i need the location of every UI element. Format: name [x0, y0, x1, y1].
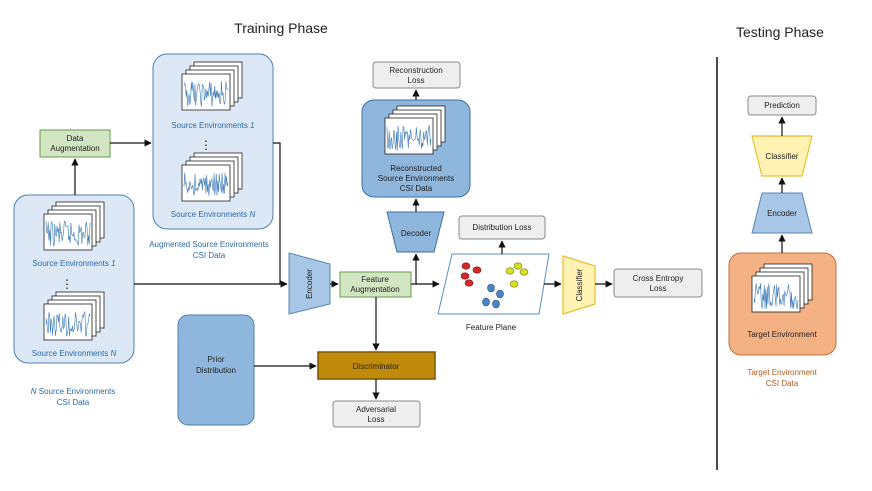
augmented-env-1-label: Source Environments 1 [171, 121, 254, 130]
csi-waveform [45, 220, 91, 247]
csi-frame [181, 164, 231, 202]
csi-waveform [183, 172, 229, 196]
augmented-caption-1: Augmented Source Environments [149, 240, 269, 249]
prediction-label: Prediction [764, 101, 800, 110]
augmented-ellipsis: ⋮ [200, 138, 212, 152]
csi-stack [181, 61, 243, 111]
feature-clusters [460, 262, 529, 309]
source-caption-2: CSI Data [57, 398, 90, 407]
discriminator-box [317, 351, 436, 380]
source-caption-1: N Source Environments [31, 387, 115, 396]
adversarial-loss-label-2: Loss [368, 415, 385, 424]
yellow-feature-point [509, 280, 519, 288]
test-classifier-label: Classifier [766, 152, 799, 161]
distribution-loss-label: Distribution Loss [472, 223, 531, 232]
red-feature-point [460, 272, 470, 280]
csi-frame [751, 275, 801, 313]
feature-plane-caption: Feature Plane [466, 323, 517, 332]
reconstruction-loss-box [372, 61, 461, 89]
csi-stack [43, 291, 105, 341]
classifier-block [562, 255, 596, 315]
decoder-block [386, 211, 445, 253]
csi-stack [384, 105, 446, 155]
target-environment-label: Target Environment [747, 330, 817, 339]
encoder-label: Encoder [305, 269, 314, 299]
cross-entropy-loss-label-1: Cross Entropy [633, 274, 684, 283]
testing-phase-title: Testing Phase [736, 24, 824, 40]
blue-feature-point [487, 283, 495, 293]
source-env-1-label: Source Environments 1 [32, 259, 115, 268]
decoder-label: Decoder [401, 229, 432, 238]
augmented-caption-2: CSI Data [193, 251, 226, 260]
prior-distribution-label-1: Prior [208, 355, 225, 364]
source-env-n-label: Source Environments N [32, 349, 117, 358]
cross-entropy-loss-label-2: Loss [650, 284, 667, 293]
reconstructed-label-2: Source Environments [378, 174, 454, 183]
blue-feature-point [496, 289, 504, 299]
adversarial-loss-label-1: Adversarial [356, 405, 396, 414]
red-feature-point [472, 266, 482, 274]
csi-waveform [183, 80, 229, 107]
data-augmentation-box [39, 129, 111, 158]
augmented-env-n-label: Source Environments N [171, 210, 256, 219]
yellow-feature-point [513, 262, 523, 270]
csi-stack [43, 201, 105, 251]
training-phase-title: Training Phase [234, 20, 328, 36]
test-classifier-block [751, 135, 813, 177]
prediction-box [747, 95, 817, 116]
csi-stack [751, 263, 813, 313]
target-caption-1: Target Environment [747, 368, 817, 377]
csi-frame [43, 303, 93, 341]
csi-waveform [386, 125, 432, 151]
source-ellipsis: ⋮ [61, 277, 73, 291]
cross-entropy-loss-box [613, 268, 703, 298]
blue-feature-point [492, 299, 500, 309]
yellow-feature-point [519, 268, 529, 276]
csi-stack [181, 152, 243, 202]
test-encoder-block [751, 192, 813, 234]
arrows [71, 89, 786, 400]
feature-augmentation-label-2: Augmentation [350, 285, 399, 294]
encoder-block [288, 252, 331, 315]
reconstruction-loss-label-1: Reconstruction [389, 66, 442, 75]
blue-feature-point [482, 297, 490, 307]
data-augmentation-label-1: Data [67, 134, 84, 143]
data-augmentation-label-2: Augmentation [50, 144, 99, 153]
discriminator-label: Discriminator [353, 362, 400, 371]
csi-waveform [753, 283, 799, 310]
yellow-feature-point [505, 267, 515, 275]
prior-distribution-label-2: Distribution [196, 366, 236, 375]
reconstructed-label-3: CSI Data [400, 184, 433, 193]
classifier-label: Classifier [575, 268, 584, 301]
red-feature-point [461, 262, 471, 270]
arrow-augmented-to-encoder [273, 142, 281, 284]
reconstructed-label-1: Reconstructed [390, 164, 442, 173]
csi-waveform [45, 310, 91, 337]
red-feature-point [464, 279, 474, 287]
feature-augmentation-box [339, 271, 412, 298]
feature-augmentation-label-1: Feature [361, 275, 389, 284]
reconstruction-loss-label-2: Loss [408, 76, 425, 85]
target-caption-2: CSI Data [766, 379, 799, 388]
adversarial-loss-box [332, 400, 421, 428]
distribution-loss-box [458, 215, 546, 240]
test-encoder-label: Encoder [767, 209, 797, 218]
prior-distribution-box [177, 314, 255, 426]
